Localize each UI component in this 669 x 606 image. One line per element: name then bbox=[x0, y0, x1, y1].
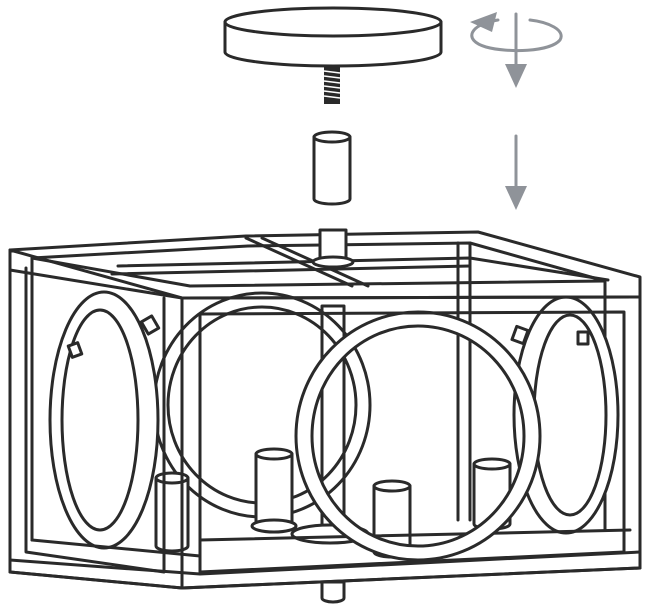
down-arrow-icon bbox=[505, 134, 527, 210]
ceiling-canopy bbox=[223, 6, 443, 68]
cage-frame bbox=[8, 248, 642, 590]
rotate-arrow-icon bbox=[470, 12, 563, 88]
candle-socket bbox=[250, 447, 298, 534]
coupling-sleeve bbox=[312, 130, 352, 206]
threaded-rod bbox=[323, 66, 341, 104]
ring-front bbox=[294, 310, 542, 562]
ring-left bbox=[48, 290, 161, 550]
finial bbox=[320, 580, 346, 604]
